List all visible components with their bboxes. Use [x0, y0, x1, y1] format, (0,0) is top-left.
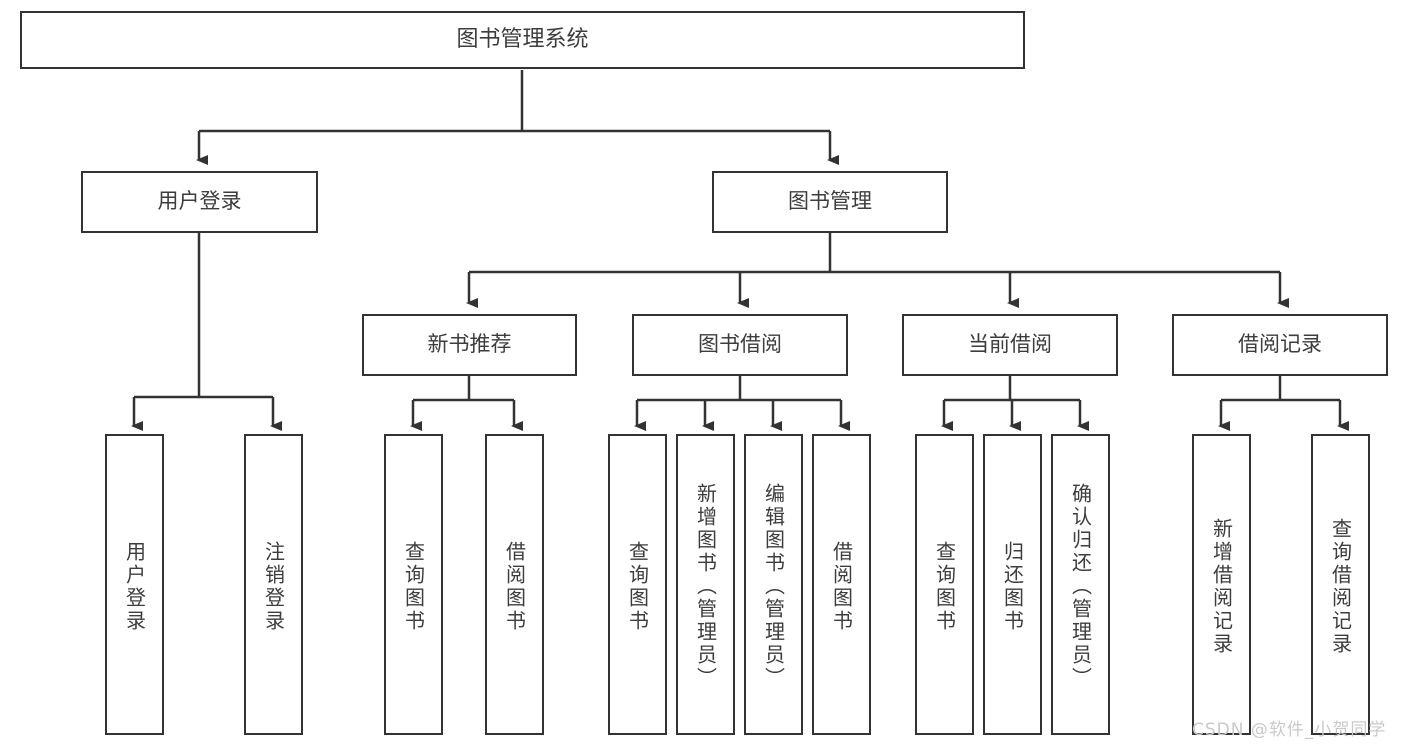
leaf-user-login-logout[interactable]: 注销登录	[244, 434, 303, 735]
node-label: 查询图书	[932, 540, 957, 633]
node-label: 新增借阅记录	[1209, 517, 1234, 656]
leaf-current-borrow-return[interactable]: 归还图书	[983, 434, 1042, 735]
leaf-book-borrow-edit[interactable]: 编辑图书（管理员）	[744, 434, 803, 735]
node-label: 归还图书	[1000, 540, 1025, 633]
node-label: 确认归还（管理员）	[1068, 483, 1093, 690]
node-label: 新增图书（管理员）	[693, 483, 718, 690]
node-label: 图书管理	[788, 189, 872, 214]
node-label: 查询图书	[625, 540, 650, 633]
node-label: 用户登录	[157, 189, 242, 214]
leaf-borrow-record-add[interactable]: 新增借阅记录	[1192, 434, 1251, 735]
leaf-book-borrow-borrow[interactable]: 借阅图书	[812, 434, 871, 735]
node-label: 编辑图书（管理员）	[761, 483, 786, 690]
node-label: 新书推荐	[427, 332, 512, 357]
node-label: 查询借阅记录	[1328, 517, 1353, 656]
node-label: 查询图书	[401, 540, 426, 633]
leaf-current-borrow-confirm-return[interactable]: 确认归还（管理员）	[1051, 434, 1110, 735]
node-label: 借阅记录	[1238, 332, 1322, 357]
csdn-watermark: CSDN @软件_小贺同学	[1192, 720, 1387, 740]
leaf-borrow-record-query[interactable]: 查询借阅记录	[1311, 434, 1370, 735]
node-user-login[interactable]: 用户登录	[81, 171, 318, 233]
leaf-new-book-borrow[interactable]: 借阅图书	[485, 434, 544, 735]
node-label: 借阅图书	[829, 540, 854, 633]
node-label: 图书管理系统	[456, 26, 589, 52]
node-new-book-recommend[interactable]: 新书推荐	[362, 314, 577, 376]
node-label: 注销登录	[261, 540, 286, 633]
node-book-management[interactable]: 图书管理	[712, 171, 948, 233]
leaf-book-borrow-query[interactable]: 查询图书	[608, 434, 667, 735]
leaf-book-borrow-add[interactable]: 新增图书（管理员）	[676, 434, 735, 735]
node-label: 图书借阅	[698, 332, 782, 357]
node-label: 借阅图书	[502, 540, 527, 633]
leaf-current-borrow-query[interactable]: 查询图书	[915, 434, 974, 735]
node-current-borrow[interactable]: 当前借阅	[902, 314, 1118, 376]
leaf-new-book-query[interactable]: 查询图书	[384, 434, 443, 735]
node-root-book-management-system[interactable]: 图书管理系统	[20, 11, 1025, 69]
node-borrow-record[interactable]: 借阅记录	[1172, 314, 1388, 376]
node-label: 当前借阅	[968, 332, 1052, 357]
node-label: 用户登录	[122, 540, 147, 633]
node-book-borrow[interactable]: 图书借阅	[632, 314, 848, 376]
leaf-user-login-login[interactable]: 用户登录	[105, 434, 164, 735]
